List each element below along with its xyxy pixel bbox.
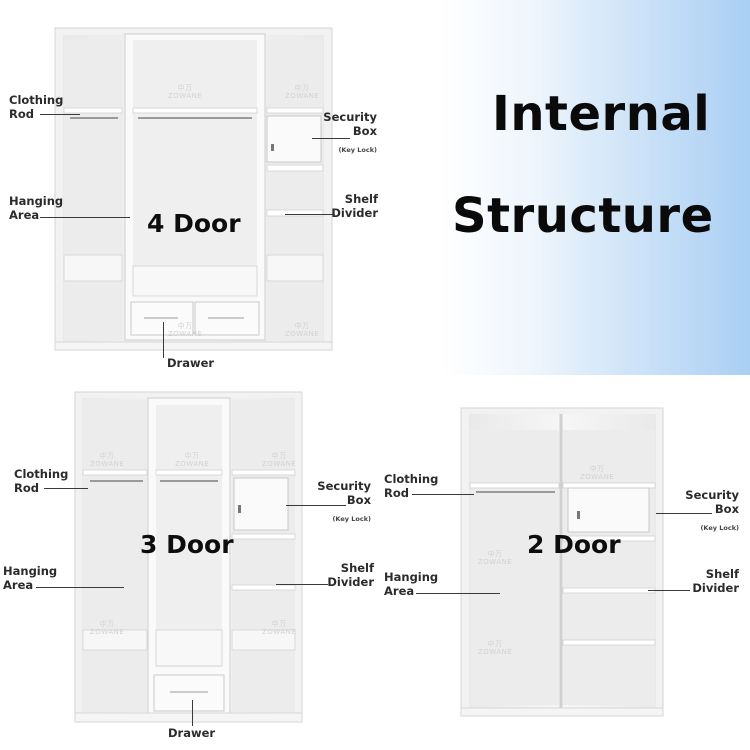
wardrobe-4-door xyxy=(54,27,333,351)
key-lock-note-3: (Key Lock) xyxy=(332,515,371,523)
key-lock-note-4: (Key Lock) xyxy=(338,146,377,154)
callout-line xyxy=(412,494,474,495)
callout-line xyxy=(40,114,80,115)
callout-line xyxy=(163,322,164,358)
door-label-4: 4 Door xyxy=(147,209,241,238)
callout-line xyxy=(416,593,500,594)
wardrobe-2-door xyxy=(460,407,664,717)
door-label-2: 2 Door xyxy=(527,530,621,559)
callout-line xyxy=(40,217,130,218)
heading-line-2: Structure xyxy=(452,188,714,244)
drawer-label-3: Drawer xyxy=(168,726,216,740)
callout-line xyxy=(285,214,335,215)
callout-line xyxy=(44,488,88,489)
callout-line xyxy=(276,584,328,585)
callout-line xyxy=(648,590,690,591)
wardrobe-3-door xyxy=(74,391,303,723)
heading-line-1: Internal xyxy=(492,86,711,142)
callout-line xyxy=(192,700,193,726)
callout-line xyxy=(312,138,350,139)
callout-line xyxy=(36,587,124,588)
door-label-3: 3 Door xyxy=(140,530,234,559)
drawer-label-4: Drawer xyxy=(167,356,215,370)
callout-line xyxy=(286,505,346,506)
key-lock-note-2: (Key Lock) xyxy=(700,524,739,532)
gradient-background xyxy=(440,0,750,375)
callout-line xyxy=(656,513,712,514)
